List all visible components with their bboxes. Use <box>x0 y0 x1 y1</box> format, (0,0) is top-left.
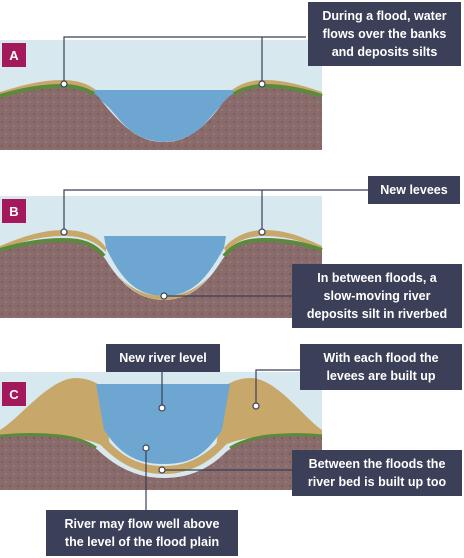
callout-c-bed: Between the floods the river bed is buil… <box>292 450 462 496</box>
marker-b-silt <box>160 292 168 300</box>
callout-line: During a flood, water <box>322 9 447 23</box>
panel-c: C New river level With each flood the le… <box>0 340 464 556</box>
callout-line: New river level <box>119 351 207 365</box>
callout-line: levees are built up <box>326 369 436 383</box>
badge-c: C <box>2 382 26 406</box>
riverbed-silt <box>96 436 230 474</box>
grass-left <box>0 237 106 258</box>
panel-a-illustration <box>0 36 323 150</box>
rock <box>0 240 322 318</box>
callout-b-levees: New levees <box>368 176 460 204</box>
leader-c-build <box>255 369 300 406</box>
callout-line: With each flood the <box>323 351 439 365</box>
silt-left-levee <box>0 230 106 252</box>
callout-c-build: With each flood the levees are built up <box>300 344 462 390</box>
marker-c-above <box>142 444 150 452</box>
grass-right <box>222 237 323 258</box>
rock <box>0 86 322 150</box>
callout-line: deposits silt in riverbed <box>306 307 448 321</box>
marker-c-level <box>158 404 166 412</box>
marker-b-right <box>258 228 266 236</box>
callout-line: and deposits silts <box>331 45 438 59</box>
panel-b: B New levees In between floods, a slow-m… <box>0 168 464 328</box>
badge-a: A <box>2 43 26 67</box>
marker-b-left <box>60 228 68 236</box>
rock <box>0 434 322 490</box>
silt-right <box>232 80 322 96</box>
callout-line: flows over the banks <box>322 27 447 41</box>
callout-b-silt: In between floods, a slow-moving river d… <box>292 264 462 328</box>
callout-line: the level of the flood plain <box>64 535 220 549</box>
water <box>96 384 230 464</box>
callout-a-flood: During a flood, water flows over the ban… <box>308 2 461 66</box>
levee-right <box>216 378 322 450</box>
marker-c-bed <box>158 466 166 474</box>
leader-b-left <box>63 189 368 232</box>
panel-c-illustration <box>0 369 323 510</box>
grass-left <box>0 433 97 450</box>
callout-c-above: River may flow well above the level of t… <box>46 510 238 556</box>
silt-left <box>0 80 96 96</box>
panel-b-illustration <box>0 189 368 318</box>
marker-a-left <box>60 80 68 88</box>
callout-line: Between the floods the <box>308 457 446 471</box>
leader-a-left <box>63 36 306 84</box>
callout-line: slow-moving river <box>323 289 431 303</box>
callout-c-level: New river level <box>106 344 220 372</box>
silt-riverbed <box>118 276 210 300</box>
silt-right-levee <box>224 230 322 252</box>
marker-c-build <box>252 402 260 410</box>
badge-b: B <box>2 199 26 223</box>
callout-line: River may flow well above <box>64 517 220 531</box>
water <box>104 236 226 296</box>
callout-line: New levees <box>380 183 448 197</box>
marker-a-right <box>258 80 266 88</box>
levee-left <box>0 378 110 450</box>
grass-right <box>229 433 323 450</box>
panel-a: A During a flood, water flows over the b… <box>0 0 464 150</box>
callout-line: river bed is built up too <box>307 475 447 489</box>
water <box>90 90 240 142</box>
callout-line: In between floods, a <box>317 271 437 285</box>
